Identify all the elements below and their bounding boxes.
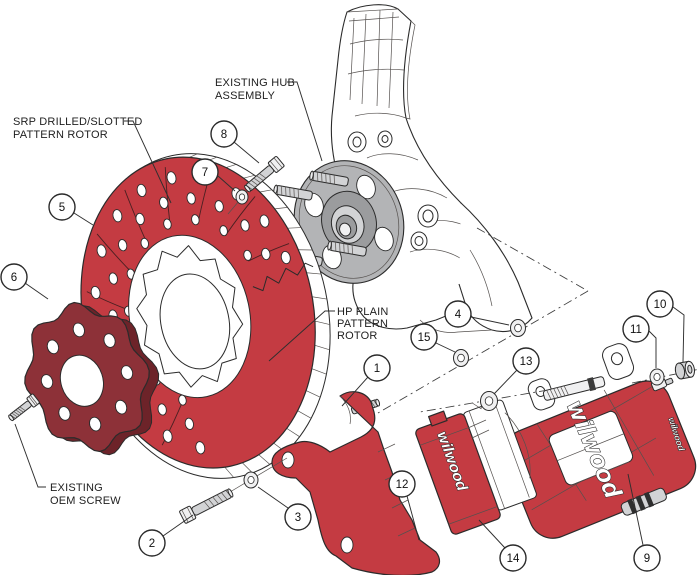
svg-text:PATTERN: PATTERN (337, 318, 388, 330)
part-oem-screw (8, 393, 40, 422)
svg-text:9: 9 (644, 553, 650, 565)
pad-clips (467, 419, 490, 439)
part-washer-13 (480, 391, 498, 411)
callout-14: 14 (499, 544, 527, 572)
callout-6: 6 (0, 263, 28, 291)
rotor-pattern-break-line (252, 262, 314, 292)
part-bolt-8 (244, 156, 285, 193)
svg-text:7: 7 (202, 167, 208, 179)
adapter-holes (40, 322, 134, 432)
callout-12: 12 (388, 470, 416, 498)
label-existing-hub: EXISTING HUB (215, 77, 295, 89)
caliper: wilwood wilwood (503, 343, 697, 539)
wheel-stud-2 (309, 170, 349, 187)
svg-text:1: 1 (374, 363, 380, 375)
label-srp-rotor: SRP DRILLED/SLOTTED (13, 116, 143, 128)
part-washer-15 (453, 349, 469, 367)
svg-text:15: 15 (418, 332, 431, 344)
callout-3: 3 (284, 503, 312, 531)
brake-pads: wilwood (415, 398, 537, 535)
callout-13: 13 (512, 347, 540, 375)
svg-text:14: 14 (507, 553, 520, 565)
svg-text:ASSEMBLY: ASSEMBLY (215, 90, 276, 102)
part-bolt-2 (179, 488, 234, 524)
caliper-ear-right (602, 343, 635, 380)
callout-2: 2 (138, 529, 166, 557)
rotor-hat-profile (136, 245, 244, 388)
svg-text:3: 3 (295, 512, 301, 524)
svg-text:13: 13 (520, 356, 533, 368)
label-leaders (14, 81, 335, 488)
svg-text:OEM SCREW: OEM SCREW (50, 495, 121, 507)
svg-text:PATTERN ROTOR: PATTERN ROTOR (13, 129, 108, 141)
part-washer-7 (235, 189, 249, 205)
bolt2-axis-line (229, 457, 288, 493)
callout-8: 8 (210, 120, 238, 148)
label-oem-screw: EXISTING (50, 482, 103, 494)
inner-pad: wilwood (415, 410, 501, 535)
caliper-pin-boot (620, 487, 667, 516)
hub-assembly (273, 160, 405, 284)
knuckle-lugs (347, 130, 439, 251)
callout-7: 7 (191, 158, 219, 186)
svg-text:10: 10 (654, 299, 667, 311)
svg-text:ROTOR: ROTOR (337, 330, 378, 342)
callout-15: 15 (410, 323, 438, 351)
svg-text:6: 6 (11, 272, 17, 284)
wheel-stud-1 (273, 184, 313, 201)
callout-1: 1 (363, 354, 391, 382)
caliper-slider-pin (542, 376, 606, 401)
svg-text:11: 11 (630, 324, 642, 336)
part-washer-3 (243, 471, 259, 489)
callout-leaders (24, 141, 685, 549)
callout-11: 11 (622, 315, 650, 343)
part-washer-4 (510, 319, 526, 337)
callout-5: 5 (48, 193, 76, 221)
label-hp-rotor: HP PLAIN (337, 306, 389, 318)
hardware (8, 156, 695, 524)
svg-text:2: 2 (149, 538, 155, 550)
callout-10: 10 (646, 290, 674, 318)
svg-text:4: 4 (455, 309, 462, 321)
text-labels: SRP DRILLED/SLOTTED PATTERN ROTOR EXISTI… (13, 77, 389, 507)
part-nut-10 (674, 360, 695, 380)
callout-9: 9 (633, 544, 661, 572)
svg-text:8: 8 (221, 129, 227, 141)
part-washer-11 (649, 368, 665, 386)
svg-text:5: 5 (59, 202, 65, 214)
callout-4: 4 (444, 300, 472, 328)
rotor-vane-ticks (189, 153, 330, 478)
wheel-stud-4 (327, 240, 367, 257)
svg-text:12: 12 (396, 479, 409, 491)
